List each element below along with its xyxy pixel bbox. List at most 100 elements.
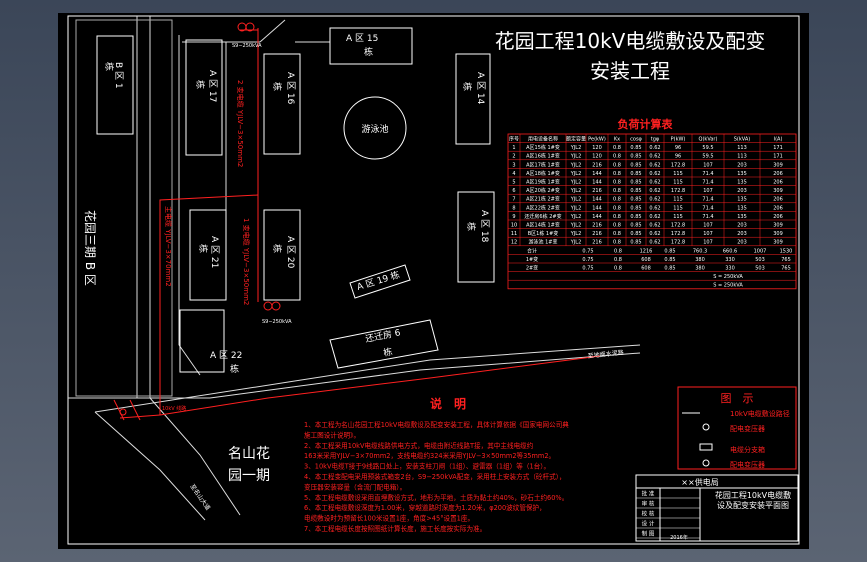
- table-cell: 216: [592, 223, 602, 229]
- table-summary-cell: 2#变: [526, 265, 538, 272]
- table-summary-cell: 765: [781, 257, 791, 263]
- table-cell: 309: [773, 231, 783, 237]
- table-cell: 0.8: [613, 231, 621, 237]
- road-lines: [68, 16, 641, 521]
- table-summary-cell: 503: [755, 266, 765, 272]
- notes: 说 明 1、本工程为名山花园工程10kV电缆敷设及配变安装工程，具体计算依据《国…: [304, 396, 569, 533]
- table-cell: 135: [737, 171, 747, 177]
- building-a14: [455, 53, 491, 145]
- table-cell: 216: [592, 188, 602, 194]
- label-a22-sub: 栋: [230, 363, 239, 375]
- table-cell: 309: [773, 223, 783, 229]
- table-cell: 9: [512, 214, 515, 220]
- drawing-sheet: [58, 13, 809, 549]
- left-district-label: 花园三期 B 区: [83, 210, 98, 286]
- table-cell: 206: [773, 197, 783, 203]
- table-cell: 0.85: [630, 162, 641, 168]
- table-cell: 3: [512, 162, 515, 168]
- table-cell: 71.4: [702, 205, 713, 211]
- table-cell: 172.8: [671, 231, 685, 237]
- building-a15: [329, 27, 413, 65]
- table-cell: 2: [512, 154, 515, 160]
- table-cell: A区14栋 1#变: [526, 222, 560, 229]
- table-cell: 0.85: [630, 231, 641, 237]
- building-a17: [185, 39, 223, 156]
- cable1-label: 1 变电缆 YJLV−3×50mm2: [242, 218, 251, 305]
- table-header-cell: tgφ: [651, 137, 660, 143]
- note-line: 163米采用YJLV−3×70mm2，支线电缆约324米采用YJLV−3×50m…: [304, 451, 555, 460]
- table-cell: 144: [592, 205, 602, 211]
- table-cell: 0.85: [630, 240, 641, 246]
- table-cell: YJL2: [570, 223, 582, 229]
- label-a20: A 区 20: [285, 236, 296, 269]
- table-cell: 216: [592, 162, 602, 168]
- note-line: 电缆敷设时为预留长100米设置1座，角度>45°设置1座。: [304, 514, 474, 523]
- label-b1-sub: 栋: [103, 62, 115, 71]
- table-header-cell: cosφ: [630, 137, 642, 143]
- table-cell: 216: [592, 231, 602, 237]
- table-cell: A区17栋 1#变: [526, 161, 560, 168]
- table-cell: 172.8: [671, 240, 685, 246]
- table-cell: 0.85: [630, 188, 641, 194]
- table-summary-cell: 608: [641, 266, 651, 272]
- mingshan-label-2: 园一期: [228, 468, 270, 484]
- table-summary-cell: 0.8: [614, 266, 622, 272]
- table-cell: YJL2: [570, 205, 582, 211]
- label-a16: A 区 16: [285, 72, 296, 105]
- table-cell: 0.85: [630, 154, 641, 160]
- table-cell: A区22栋 2#变: [526, 204, 560, 211]
- title-block-row-label: 审 核: [642, 500, 655, 508]
- table-cell: A区15栋 1#变: [526, 144, 560, 151]
- drawing-title-line2: 安装工程: [590, 59, 670, 83]
- table-header-cell: 用电设备名称: [528, 136, 558, 143]
- legend-item-1: 10kV电缆敷设路径: [730, 409, 790, 418]
- transformer-symbols: [119, 22, 281, 416]
- drawing-border: [67, 15, 800, 545]
- table-cell: YJL2: [570, 188, 582, 194]
- table-cell: YJL2: [570, 154, 582, 160]
- table-cell: 107: [703, 240, 713, 246]
- table-cell: 7: [512, 197, 515, 203]
- table-cell: 309: [773, 162, 783, 168]
- title-block-row-label: 批 准: [642, 490, 655, 498]
- table-cell: YJL2: [570, 214, 582, 220]
- table-summary-cell: 503: [755, 257, 765, 263]
- table-cell: A区19栋 1#变: [526, 179, 560, 186]
- notes-title: 说 明: [430, 396, 466, 411]
- table-summary-cell: 0.85: [664, 257, 675, 263]
- table-cell: 0.8: [613, 197, 621, 203]
- table-cell: YJL2: [570, 145, 582, 151]
- note-line: 2、本工程采用10kV电缆线路供电方式，电缆由附近线路T接，其中主线电缆约: [304, 441, 534, 450]
- table-cell: 0.8: [613, 154, 621, 160]
- label-a21: A 区 21: [209, 236, 220, 268]
- table-summary-cell: 0.75: [582, 266, 593, 272]
- table-footer-cell: S = 250kVA: [713, 283, 743, 289]
- table-cell: A区16栋 1#变: [526, 153, 560, 160]
- label-pool: 游泳池: [361, 123, 388, 135]
- label-a17-sub: 栋: [194, 80, 206, 89]
- table-cell: 171: [773, 145, 783, 151]
- table-summary-cell: 330: [725, 257, 735, 263]
- transformer-bottom-label: S9−250kVA: [262, 319, 292, 325]
- table-cell: 0.62: [649, 171, 660, 177]
- table-cell: 135: [737, 214, 747, 220]
- table-summary-cell: 0.75: [582, 257, 593, 263]
- building-b1: [96, 35, 134, 135]
- table-cell: 0.85: [630, 214, 641, 220]
- table-cell: 59.5: [702, 154, 713, 160]
- cable2-label: 2 变电缆 YJLV−3×50mm2: [236, 80, 245, 167]
- table-header-cell: 序号: [509, 136, 519, 143]
- point-label: 10kV 线路: [162, 405, 186, 412]
- table-cell: 309: [773, 188, 783, 194]
- label-a22: A 区 22: [210, 350, 242, 361]
- label-a16-sub: 栋: [271, 82, 283, 91]
- table-cell: 6: [512, 188, 515, 194]
- note-line: 4、本工程变配电采用预装式箱变2台，S9−250kVA配变，采用柱上安装方式（砼…: [304, 472, 566, 481]
- company-name: ××供电局: [681, 477, 718, 487]
- note-line: 变压器安装容量（含流门配电箱）。: [304, 482, 406, 491]
- table-cell: B区1栋 1#变: [528, 230, 559, 237]
